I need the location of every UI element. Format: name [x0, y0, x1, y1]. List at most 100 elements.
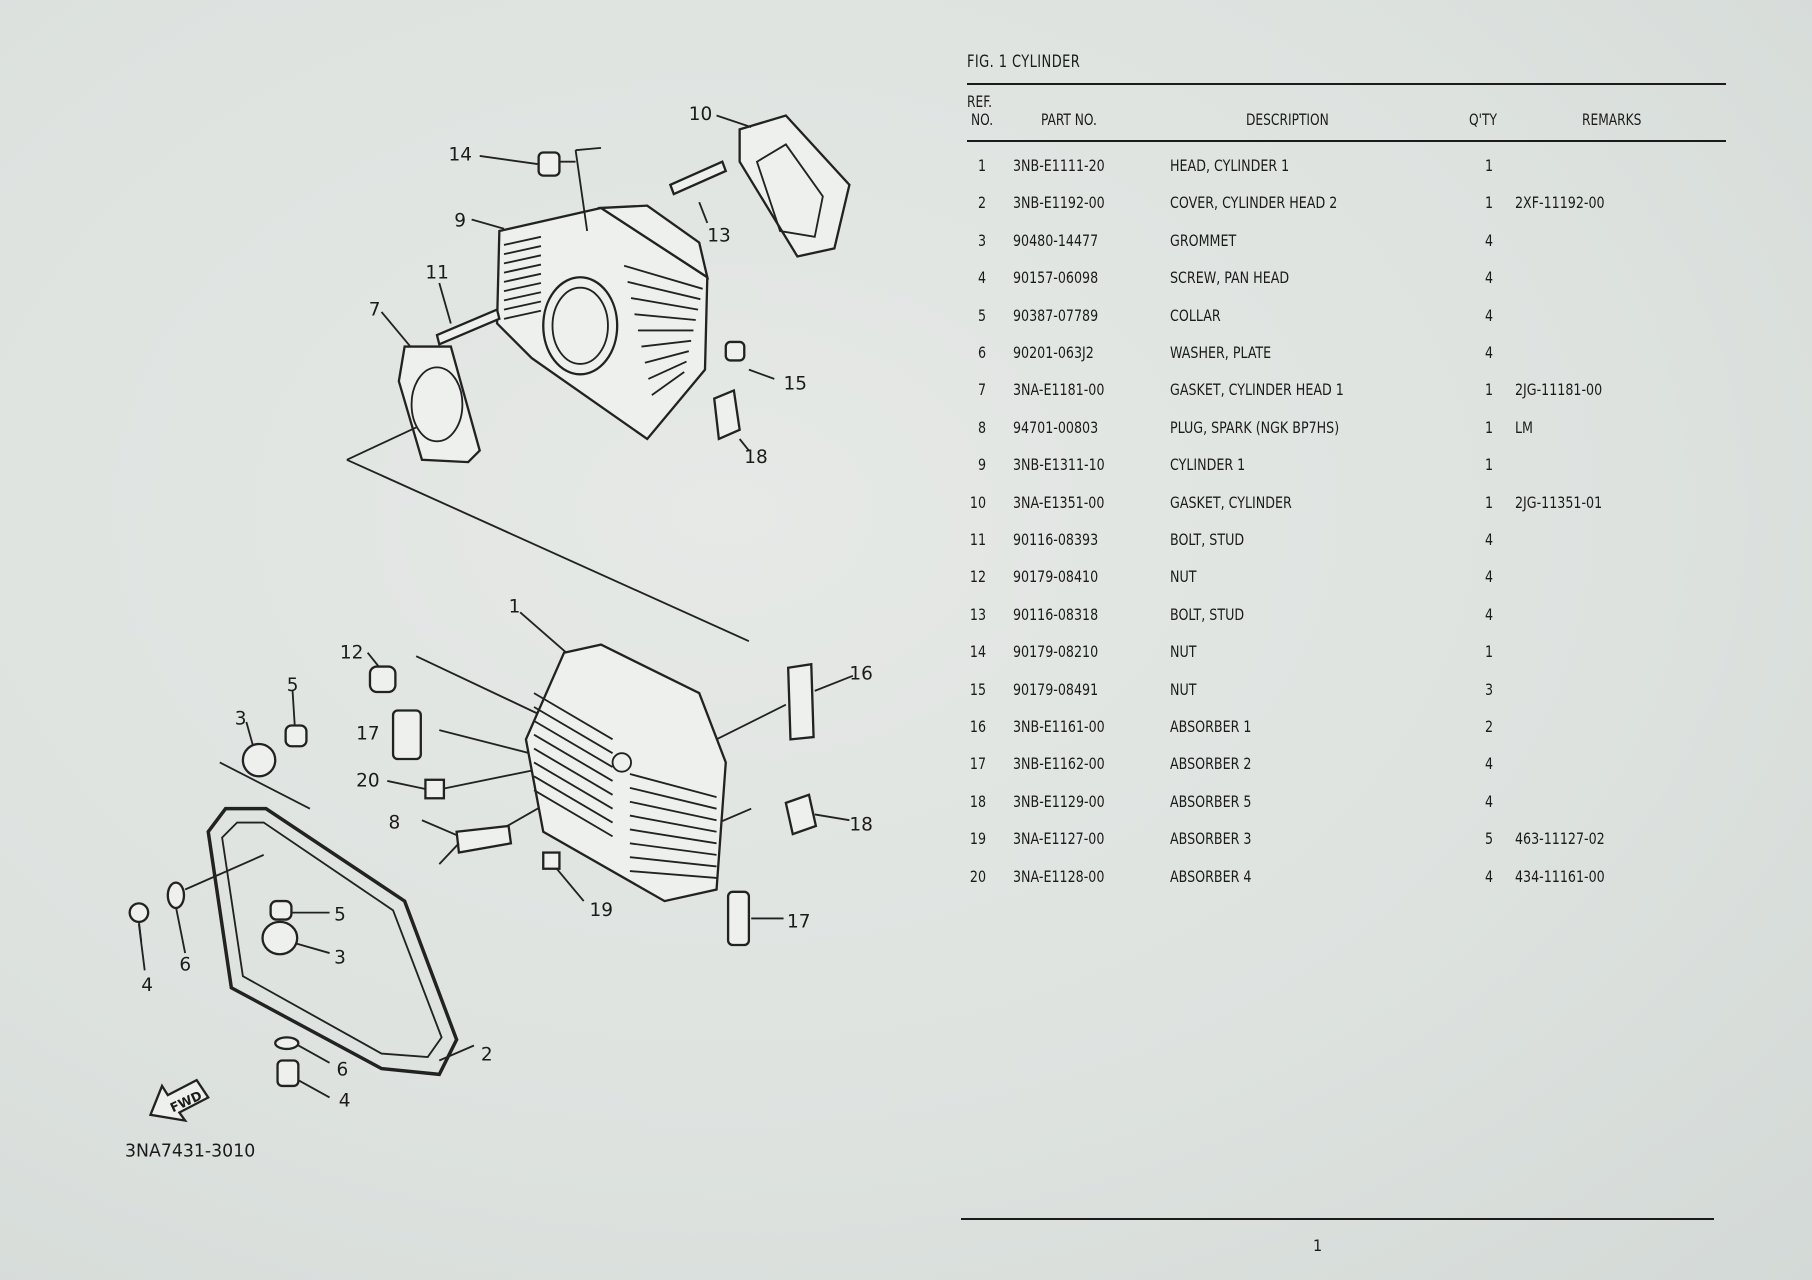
svg-text:17: 17	[356, 723, 380, 744]
ref-no: 16	[969, 717, 986, 736]
description: CYLINDER 1	[1170, 455, 1246, 475]
forward-arrow-icon: FWD	[148, 1078, 210, 1123]
svg-text:2: 2	[481, 1045, 493, 1066]
head-fin	[533, 720, 614, 768]
part-no: 3NB-E1161-00	[1013, 717, 1105, 736]
head-fin	[629, 870, 717, 879]
ref-no: 9	[977, 455, 986, 475]
svg-text:5: 5	[334, 905, 346, 926]
ref-no: 7	[977, 380, 986, 400]
ref-no: 8	[977, 417, 986, 437]
description: HEAD, CYLINDER 1	[1170, 156, 1290, 175]
cylinder-gasket-10	[738, 114, 851, 258]
description: NUT	[1170, 679, 1197, 699]
head-fin	[533, 706, 614, 755]
svg-text:18: 18	[744, 447, 768, 468]
cooling-fin	[503, 300, 542, 311]
quantity: 1	[1485, 642, 1494, 662]
cooling-fin	[634, 313, 696, 321]
description: GASKET, CYLINDER	[1170, 492, 1292, 512]
part-no: 90179-08210	[1013, 642, 1099, 662]
svg-text:19: 19	[589, 900, 613, 921]
head-fin	[533, 761, 614, 810]
ref-no: 15	[969, 679, 986, 699]
svg-text:6: 6	[336, 1060, 348, 1081]
ref-no: 4	[977, 268, 986, 288]
nut-14	[537, 151, 576, 177]
head-fin	[533, 747, 614, 796]
ref-no: 6	[977, 343, 986, 362]
svg-text:17: 17	[787, 912, 811, 933]
cylinder-head-1	[524, 643, 727, 903]
svg-text:6: 6	[179, 954, 191, 975]
ref-no: 18	[969, 791, 986, 811]
description: COVER, CYLINDER HEAD 2	[1170, 193, 1338, 213]
part-no: 3NB-E1162-00	[1013, 754, 1105, 774]
quantity: 1	[1485, 380, 1494, 400]
remarks: 463-11127-02	[1515, 829, 1605, 849]
quantity: 4	[1485, 305, 1494, 325]
svg-text:13: 13	[707, 225, 731, 246]
part-no: 3NA-E1127-00	[1013, 829, 1105, 849]
svg-text:20: 20	[356, 771, 380, 792]
quantity: 4	[1485, 866, 1494, 886]
part-no: 90116-08318	[1013, 604, 1099, 624]
quantity: 3	[1485, 679, 1494, 699]
svg-text:3: 3	[235, 708, 247, 729]
quantity: 1	[1485, 156, 1494, 175]
cooling-fin	[644, 350, 690, 364]
quantity: 4	[1485, 268, 1494, 288]
head-fin	[629, 800, 717, 822]
cooling-fin	[503, 245, 542, 256]
head-fin	[629, 842, 717, 856]
header-ref-line1: REF.	[967, 92, 992, 111]
quantity: 4	[1485, 791, 1494, 811]
svg-text:3: 3	[334, 947, 346, 968]
svg-text:10: 10	[689, 104, 713, 125]
figure-title: FIG. 1 CYLINDER	[967, 52, 1081, 72]
stud-bolt-11	[435, 308, 501, 346]
part-no: 3NA-E1128-00	[1013, 866, 1105, 886]
header-bottom-rule	[967, 140, 1726, 142]
cooling-fin	[648, 360, 687, 380]
remarks: LM	[1515, 417, 1533, 437]
description: PLUG, SPARK (NGK BP7HS)	[1170, 417, 1340, 437]
svg-text:15: 15	[784, 373, 808, 394]
part-no: 90157-06098	[1013, 268, 1099, 288]
quantity: 4	[1485, 754, 1494, 774]
svg-text:5: 5	[287, 675, 299, 696]
cooling-fin	[503, 272, 542, 283]
remarks: 2XF-11192-00	[1515, 193, 1605, 213]
remarks: 434-11161-00	[1515, 866, 1605, 886]
description: GROMMET	[1170, 230, 1237, 250]
svg-text:4: 4	[339, 1091, 351, 1112]
part-no: 90480-14477	[1013, 230, 1099, 250]
small-parts	[128, 662, 818, 1088]
description: ABSORBER 3	[1170, 829, 1252, 849]
description: ABSORBER 5	[1170, 791, 1252, 811]
footer-rule	[961, 1218, 1714, 1220]
quantity: 1	[1485, 193, 1494, 213]
cooling-fin	[630, 297, 699, 311]
part-no: 3NB-E1192-00	[1013, 193, 1105, 213]
svg-text:8: 8	[388, 812, 400, 833]
quantity: 1	[1485, 417, 1494, 437]
description: NUT	[1170, 642, 1197, 662]
nut-15	[724, 340, 746, 362]
drawing-code: 3NA7431-3010	[125, 1141, 255, 1161]
quantity: 4	[1485, 343, 1494, 362]
part-no: 3NA-E1351-00	[1013, 492, 1105, 512]
ref-no: 10	[969, 492, 986, 512]
ref-no: 20	[969, 866, 986, 886]
ref-no: 17	[969, 754, 986, 774]
